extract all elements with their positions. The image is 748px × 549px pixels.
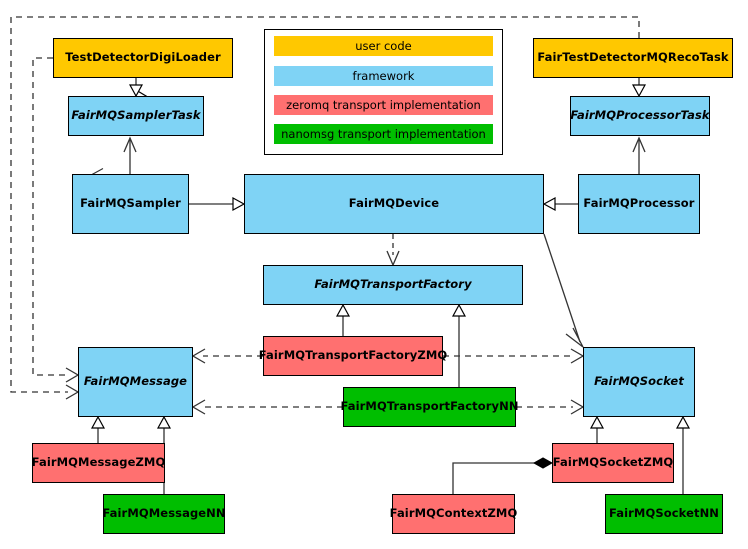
edge-processor-device-head [542,196,556,212]
edge-sampler-samplertask-arrow [123,136,137,153]
edge-socketzmq-socket-head [589,415,605,429]
edge-socketzmq-contextzmq [452,462,535,494]
class-label: FairMQDevice [348,196,440,211]
legend-item-nanomsg: nanomsg transport implementation [274,124,493,144]
edge-processor-processortask-arrow [632,136,646,153]
edge-device-socket-arrow [565,327,584,348]
class-node-fairmqtransportfactory[interactable]: FairMQTransportFactory [263,265,523,305]
edge-recotask-message-arrow [65,384,80,400]
class-node-fairmqdevice[interactable]: FairMQDevice [244,174,544,234]
class-node-fairmqprocessor[interactable]: FairMQProcessor [578,174,700,234]
legend-label-zeromq: zeromq transport implementation [286,98,481,112]
class-label: FairMQMessageZMQ [31,455,166,470]
class-label: FairMQContextZMQ [389,506,518,521]
class-node-fairmqcontextzmq[interactable]: FairMQContextZMQ [389,494,518,534]
edge-digiloader-message-arrow [65,367,80,383]
class-label: FairMQTransportFactoryNN [340,399,519,414]
edge-tfzmq-tf-head [335,303,351,317]
legend-label-user-code: user code [355,39,412,53]
class-label: FairMQMessageNN [102,506,226,521]
class-label: FairMQTransportFactory [314,277,472,292]
legend-label-nanomsg: nanomsg transport implementation [281,127,486,141]
edge-digiloader-message [32,57,68,376]
edge-tfzmq-message-arrow [191,348,206,364]
edge-socketnn-socket-head [675,415,691,429]
edge-messagezmq-message-head [90,415,106,429]
edge-sampler-device-head [232,196,246,212]
class-label: FairMQSocketZMQ [552,455,674,470]
edge-device-transportfactory-arrow [386,250,400,267]
edge-tfnn-socket-arrow [570,399,585,415]
class-label: FairMQSocketNN [608,506,720,521]
class-node-fairmqsamplertask[interactable]: FairMQSamplerTask [68,96,204,136]
class-node-fairmqmessagenn[interactable]: FairMQMessageNN [102,494,226,534]
legend-item-user-code: user code [274,36,493,56]
edge-digiloader-samplertask-head [128,84,144,98]
legend-item-framework: framework [274,66,493,86]
class-node-fairmqsocketnn[interactable]: FairMQSocketNN [605,494,723,534]
class-label: FairMQSamplerTask [71,108,201,123]
class-node-fairmqtransportfactorynn[interactable]: FairMQTransportFactoryNN [340,387,519,427]
edge-messagenn-message-head [156,415,172,429]
edge-tfnn-message-arrow [191,399,206,415]
edge-recotask-processortask-head [631,84,647,98]
class-label: FairMQProcessorTask [570,108,710,123]
class-label: FairMQSampler [80,196,181,211]
class-node-fairmqsocketzmq[interactable]: FairMQSocketZMQ [552,443,674,483]
class-node-fairmqmessage[interactable]: FairMQMessage [78,347,193,417]
class-label: FairMQProcessor [583,196,695,211]
class-label: FairMQTransportFactoryZMQ [258,348,448,363]
edge-socketzmq-contextzmq-diamond [532,457,554,469]
class-node-fairmqtransportfactoryzmq[interactable]: FairMQTransportFactoryZMQ [259,336,447,376]
class-node-fairmqmessagezmq[interactable]: FairMQMessageZMQ [32,443,165,483]
class-node-fairmqsocket[interactable]: FairMQSocket [583,347,695,417]
legend-label-framework: framework [352,69,415,83]
edge-tfzmq-socket-arrow [570,348,585,364]
class-node-fairmqsampler[interactable]: FairMQSampler [72,174,189,234]
edge-device-socket [543,233,581,343]
class-node-fairtestdetectormqrecotask[interactable]: FairTestDetectorMQRecoTask [533,38,733,78]
edge-tfnn-tf-head [451,303,467,317]
class-label: FairMQMessage [83,374,188,389]
class-label: FairTestDetectorMQRecoTask [537,50,729,65]
class-node-fairmqprocessortask[interactable]: FairMQProcessorTask [570,96,710,136]
class-node-testdetectordigiloader[interactable]: TestDetectorDigiLoader [53,38,233,78]
class-label: FairMQSocket [594,374,684,389]
class-label: TestDetectorDigiLoader [65,50,221,65]
legend-item-zeromq: zeromq transport implementation [274,95,493,115]
